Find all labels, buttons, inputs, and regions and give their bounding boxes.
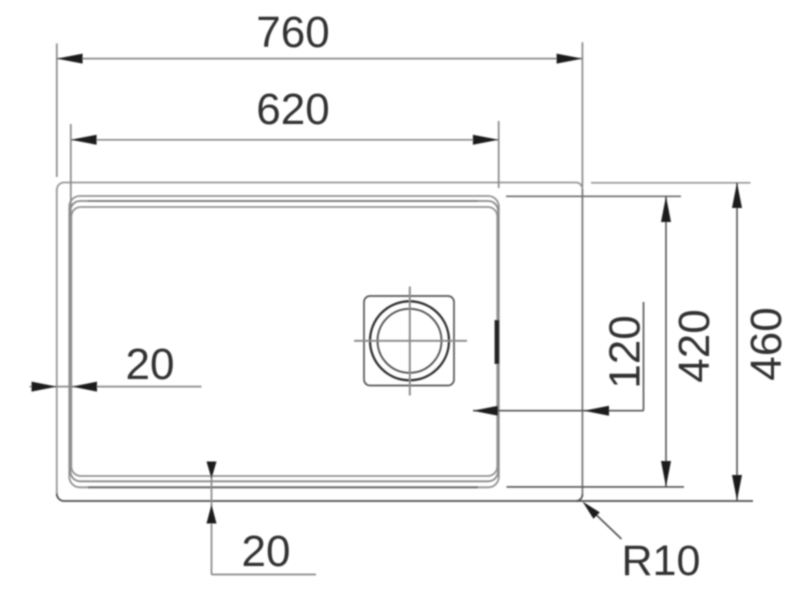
svg-text:420: 420 [670, 309, 719, 382]
svg-text:20: 20 [126, 340, 175, 389]
svg-text:20: 20 [242, 527, 291, 576]
svg-text:460: 460 [742, 307, 791, 380]
svg-text:620: 620 [256, 85, 329, 134]
svg-text:120: 120 [601, 315, 650, 388]
svg-text:760: 760 [256, 8, 329, 57]
svg-text:R10: R10 [622, 537, 701, 585]
